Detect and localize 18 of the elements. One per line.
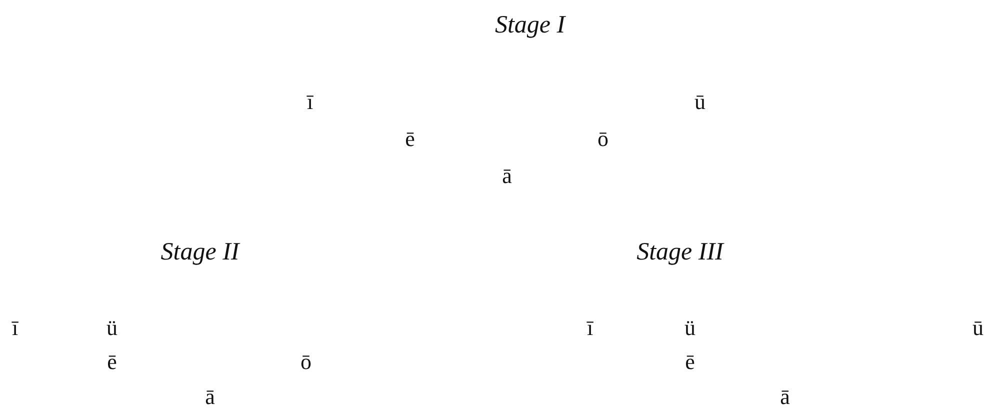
vowel-symbol: ū [694, 91, 706, 113]
vowel-symbol: ō [300, 351, 312, 373]
vowel-symbol: ü [684, 317, 696, 339]
vowel-symbol: ī [586, 317, 594, 339]
vowel-symbol: ū [972, 317, 984, 339]
vowel-symbol: ī [306, 91, 314, 113]
vowel-symbol: ī [12, 317, 18, 339]
vowel-symbol: ā [205, 386, 215, 408]
vowel-symbol: ā [780, 386, 790, 408]
vowel-symbol: ō [598, 128, 608, 150]
stage-heading: Stage II [160, 240, 240, 264]
vowel-symbol: ē [107, 351, 117, 373]
vowel-symbol: ē [685, 351, 695, 373]
vowel-symbol: ē [405, 128, 415, 150]
vowel-symbol: ü [106, 317, 118, 339]
stage-heading: Stage I [494, 12, 566, 38]
stage-heading: Stage III [636, 240, 724, 264]
vowel-symbol: ā [502, 165, 512, 187]
